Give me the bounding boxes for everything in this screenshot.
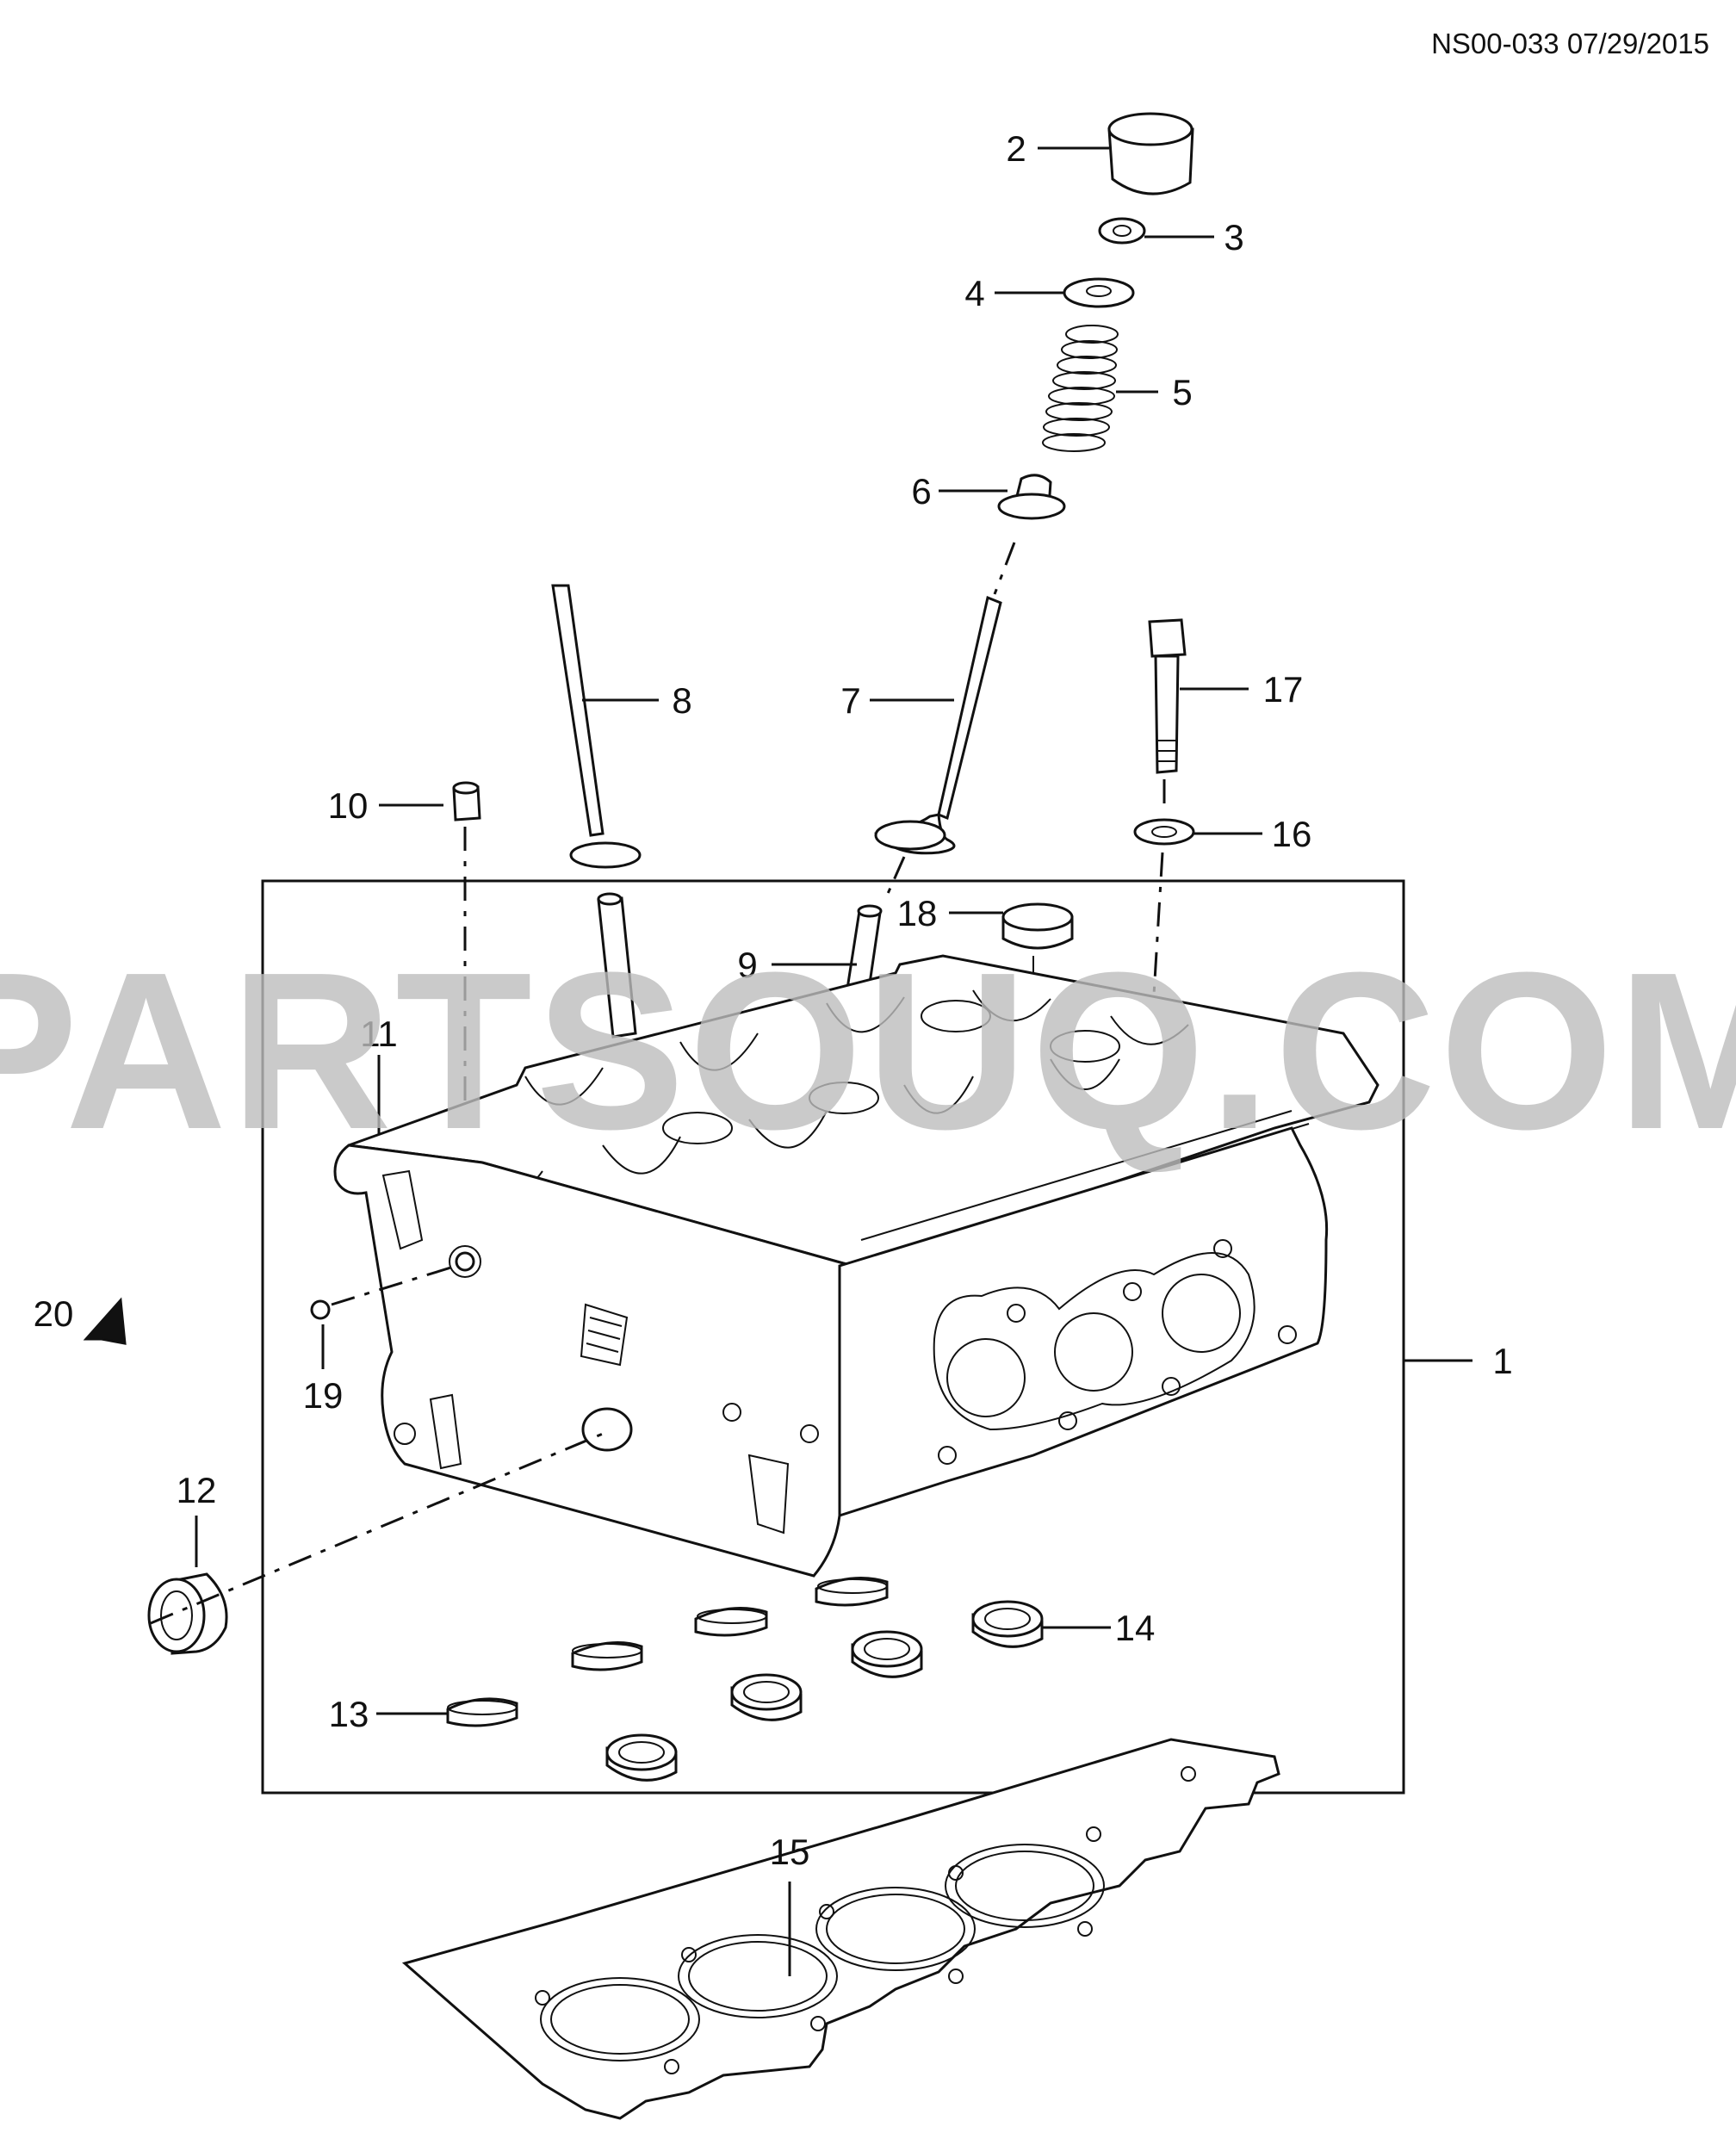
part-1-cylinder-head[interactable] — [333, 954, 1380, 1578]
callout-4: 4 — [964, 273, 984, 313]
callout-16: 16 — [1272, 814, 1312, 854]
diagram-code: NS00-033 07/29/2015 — [1431, 28, 1709, 59]
callout-3: 3 — [1224, 217, 1243, 257]
part-1-leader: 1 — [1404, 1341, 1513, 1381]
axis-line-plug — [331, 1264, 457, 1306]
callout-17: 17 — [1263, 669, 1304, 710]
callout-9: 9 — [737, 945, 757, 985]
callout-12: 12 — [177, 1470, 217, 1510]
callout-6: 6 — [911, 471, 931, 512]
part-16-washer[interactable]: 16 — [1133, 814, 1312, 854]
part-4-spring-retainer[interactable]: 4 — [964, 273, 1135, 313]
callout-13: 13 — [329, 1694, 369, 1734]
part-18-valve-seat[interactable]: 18 — [897, 893, 1074, 950]
part-7-valve[interactable]: 7 — [840, 595, 1002, 855]
part-20-direction-arrow: 20 — [34, 1293, 127, 1345]
callout-20: 20 — [34, 1293, 74, 1334]
axis-line-cup-plug — [150, 1432, 604, 1625]
part-14-valve-seat-rings[interactable]: 14 — [605, 1600, 1156, 1782]
callout-19: 19 — [303, 1375, 344, 1416]
callout-18: 18 — [897, 893, 938, 933]
part-6-valve-stem-seal[interactable]: 6 — [911, 471, 1066, 520]
watermark: PARTSOUQ.COM — [0, 927, 1736, 1176]
part-12-cup-plug[interactable]: 12 — [147, 1470, 228, 1655]
part-5-valve-spring[interactable]: 5 — [1042, 325, 1193, 452]
callout-11: 11 — [360, 1014, 398, 1054]
assembly-frame — [261, 879, 1405, 1795]
callout-7: 7 — [840, 680, 860, 721]
callout-15: 15 — [770, 1832, 810, 1872]
part-8-valve[interactable]: 8 — [551, 584, 692, 869]
callout-14: 14 — [1115, 1608, 1156, 1648]
callout-1: 1 — [1492, 1341, 1512, 1381]
callout-2: 2 — [1006, 128, 1026, 169]
axis-line-exhaust — [993, 542, 1016, 595]
part-2-valve-lifter[interactable]: 2 — [1006, 112, 1194, 195]
part-3-valve-keeper[interactable]: 3 — [1098, 217, 1244, 257]
part-10-dowel-pin[interactable]: 10 — [328, 781, 481, 826]
part-19-plug[interactable]: 19 — [303, 1299, 344, 1416]
part-11-leader: 11 — [360, 1014, 398, 1175]
part-13-valve-seats[interactable]: 13 — [329, 1577, 889, 1735]
callout-5: 5 — [1172, 372, 1192, 412]
callout-10: 10 — [328, 785, 369, 826]
part-15-head-gasket[interactable]: 15 — [401, 1738, 1280, 2120]
part-9-valve-guide-intake[interactable] — [597, 892, 637, 1038]
axis-line-valve-7 — [885, 856, 906, 896]
part-17-head-bolt[interactable]: 17 — [1148, 618, 1304, 774]
callout-8: 8 — [672, 680, 691, 721]
